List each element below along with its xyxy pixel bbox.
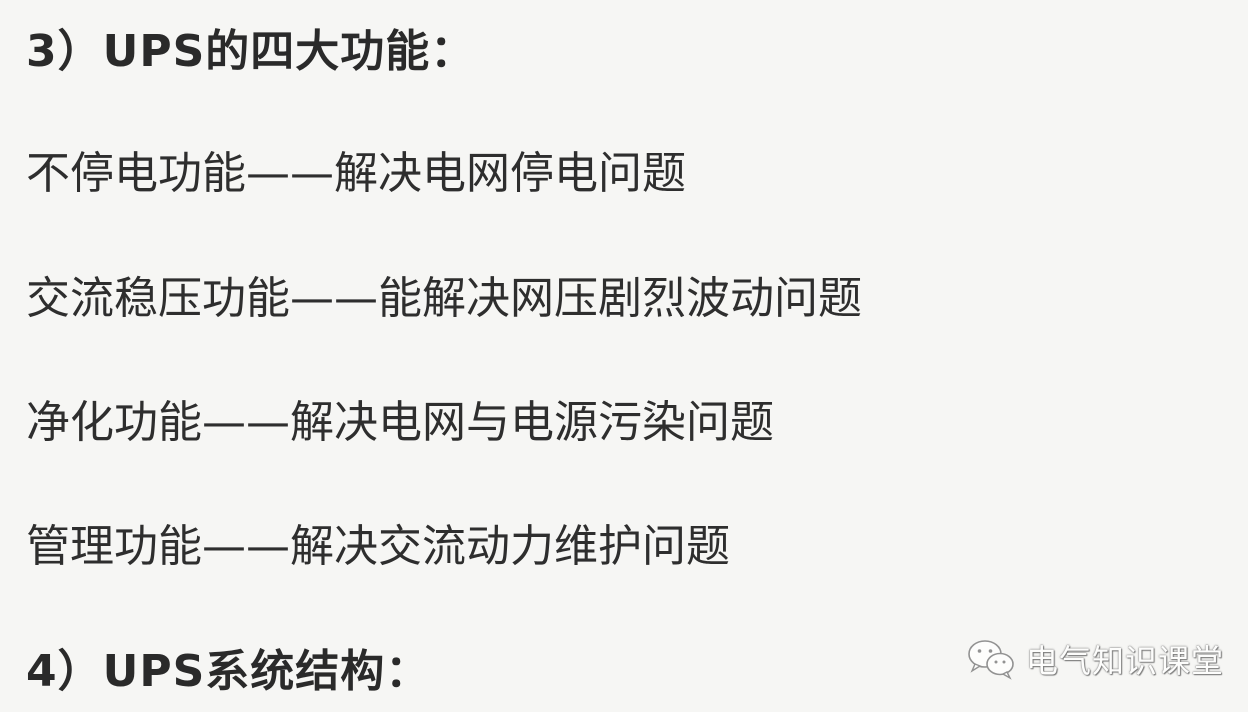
section-heading-ups-functions: 3）UPS的四大功能： (26, 26, 476, 77)
section-heading-ups-structure: 4）UPS系统结构： (26, 646, 431, 697)
function-item-management: 管理功能——解决交流动力维护问题 (26, 521, 730, 572)
wechat-icon (968, 640, 1014, 680)
watermark-text: 电气知识课堂 (1026, 642, 1225, 680)
function-item-uninterrupted-power: 不停电功能——解决电网停电问题 (26, 148, 686, 199)
function-item-voltage-regulation: 交流稳压功能——能解决网压剧烈波动问题 (26, 273, 862, 324)
watermark: 电气知识课堂 (966, 636, 1224, 682)
function-item-purification: 净化功能——解决电网与电源污染问题 (26, 397, 774, 448)
